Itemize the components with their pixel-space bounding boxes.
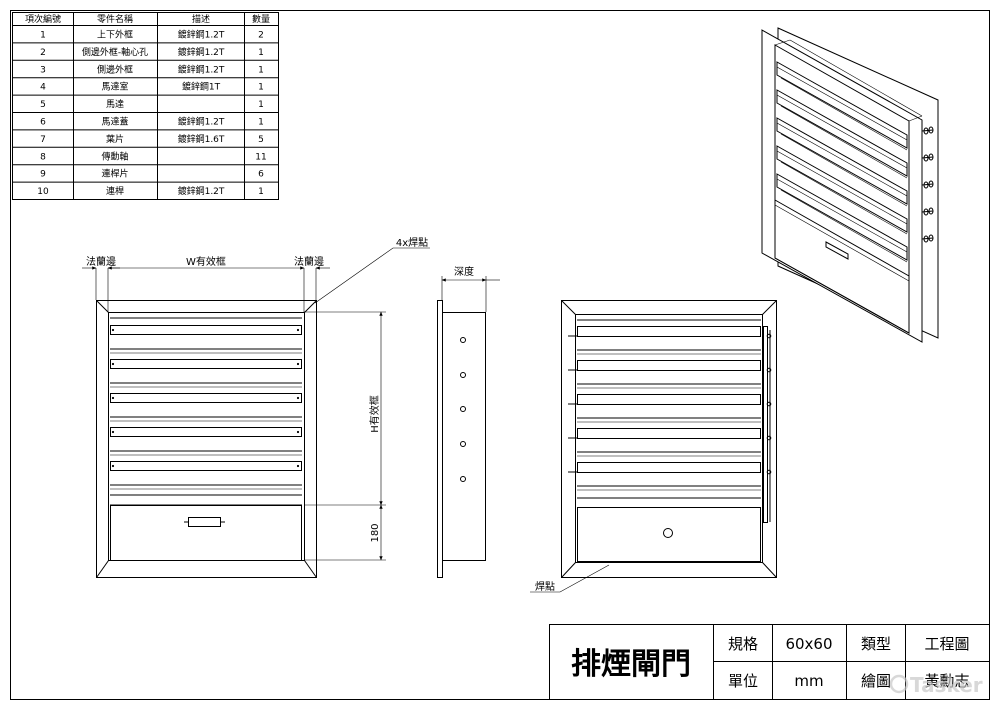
- title-block: 排煙閘門 規格 60x60 類型 工程圖 單位 mm 繪圖 黃勳志: [549, 624, 990, 700]
- table-cell-desc: 鍍鋅鋼1.2T: [178, 46, 225, 58]
- table-row: 5 馬達 1: [40, 98, 264, 110]
- table-cell-qty: 2: [258, 31, 264, 41]
- table-cell-desc: 鍍鋅鋼1.2T: [178, 185, 225, 197]
- flange-right-label: 法蘭邊: [294, 255, 324, 268]
- table-cell-desc: 鍍鋅鋼1.2T: [178, 63, 225, 75]
- table-cell-qty: 1: [258, 48, 264, 58]
- table-cell-no: 3: [40, 65, 46, 75]
- table-header-no: 項次編號: [25, 13, 61, 25]
- table-cell-qty: 6: [258, 170, 264, 180]
- unit-label: 單位: [728, 672, 758, 690]
- unit-value: mm: [794, 672, 823, 690]
- watermark-logo: Tasker: [889, 673, 983, 697]
- table-cell-qty: 5: [258, 135, 264, 145]
- table-row: 1 上下外框 鍍鋅鋼1.2T 2: [40, 29, 264, 41]
- table-cell-no: 9: [40, 170, 46, 180]
- table-row: 7 葉片 鍍鋅鋼1.6T 5: [40, 133, 264, 145]
- table-row: 8 傳動軸 11: [40, 150, 267, 162]
- table-cell-name: 葉片: [106, 133, 124, 145]
- table-cell-no: 2: [40, 48, 46, 58]
- table-cell-qty: 1: [258, 100, 264, 110]
- type-value: 工程圖: [924, 635, 969, 653]
- weld-label: 焊點: [535, 580, 555, 593]
- isometric-view: [761, 27, 939, 343]
- table-cell-desc: 鍍鋅鋼1.2T: [178, 29, 225, 41]
- drawn-value: 黃勳志: [924, 672, 969, 690]
- table-cell-no: 8: [40, 152, 46, 162]
- weld-callout-label: 4x焊點: [396, 236, 428, 249]
- table-cell-name: 連桿片: [101, 168, 128, 180]
- table-cell-qty: 1: [258, 118, 264, 128]
- table-cell-no: 7: [40, 135, 46, 145]
- table-header-desc: 描述: [192, 13, 210, 25]
- table-cell-desc: 鍍鋅鋼1.6T: [178, 133, 225, 145]
- table-cell-qty: 1: [258, 187, 264, 197]
- table-cell-no: 4: [40, 83, 46, 93]
- table-cell-no: 10: [37, 187, 49, 197]
- width-label: W有效框: [186, 255, 226, 268]
- table-cell-desc: 鍍鋅鋼1.2T: [178, 116, 225, 128]
- table-row: 10 連桿 鍍鋅鋼1.2T 1: [37, 185, 264, 197]
- table-row: 4 馬達室 鍍鋅鋼1T 1: [40, 81, 264, 93]
- table-cell-name: 馬達室: [101, 81, 128, 93]
- table-cell-name: 傳動軸: [101, 150, 128, 162]
- table-cell-name: 馬達: [106, 98, 124, 110]
- table-cell-qty: 1: [258, 65, 264, 75]
- flange-left-label: 法蘭邊: [86, 255, 116, 268]
- table-cell-desc: 鍍鋅鋼1T: [182, 81, 221, 93]
- table-row: 3 側邊外框 鍍鋅鋼1.2T 1: [40, 63, 264, 75]
- watermark-text: Tasker: [910, 673, 983, 697]
- table-cell-no: 6: [40, 118, 46, 128]
- spec-label: 規格: [728, 635, 758, 653]
- table-cell-qty: 11: [255, 152, 266, 162]
- table-cell-name: 側邊外框-軸心孔: [82, 46, 148, 58]
- table-cell-qty: 1: [258, 83, 264, 93]
- table-cell-name: 上下外框: [97, 29, 133, 41]
- table-row: 6 馬達蓋 鍍鋅鋼1.2T 1: [40, 116, 264, 128]
- table-cell-no: 5: [40, 100, 46, 110]
- table-header-name: 零件名稱: [97, 13, 133, 25]
- table-cell-name: 連桿: [106, 185, 124, 197]
- table-row: 9 連桿片 6: [40, 168, 264, 180]
- depth-label: 深度: [454, 265, 474, 278]
- spec-value: 60x60: [785, 635, 832, 653]
- table-header-qty: 數量: [252, 13, 270, 25]
- drawing-border: [10, 10, 990, 700]
- table-cell-name: 馬達蓋: [101, 116, 128, 128]
- rear-view: 焊點: [530, 300, 777, 593]
- front-view: 法蘭邊 W有效框 法蘭邊 4x焊點 H有效框 180: [82, 236, 430, 578]
- type-label: 類型: [861, 635, 891, 653]
- table-row: 2 側邊外框-軸心孔 鍍鋅鋼1.2T 1: [40, 46, 264, 58]
- drawn-label: 繪圖: [861, 672, 891, 690]
- motor-height-label: 180: [370, 523, 381, 542]
- drawing-title: 排煙閘門: [571, 647, 691, 682]
- table-cell-no: 1: [40, 31, 46, 41]
- side-view: 深度: [437, 265, 500, 578]
- table-cell-name: 側邊外框: [97, 63, 133, 75]
- height-label: H有效框: [368, 395, 381, 433]
